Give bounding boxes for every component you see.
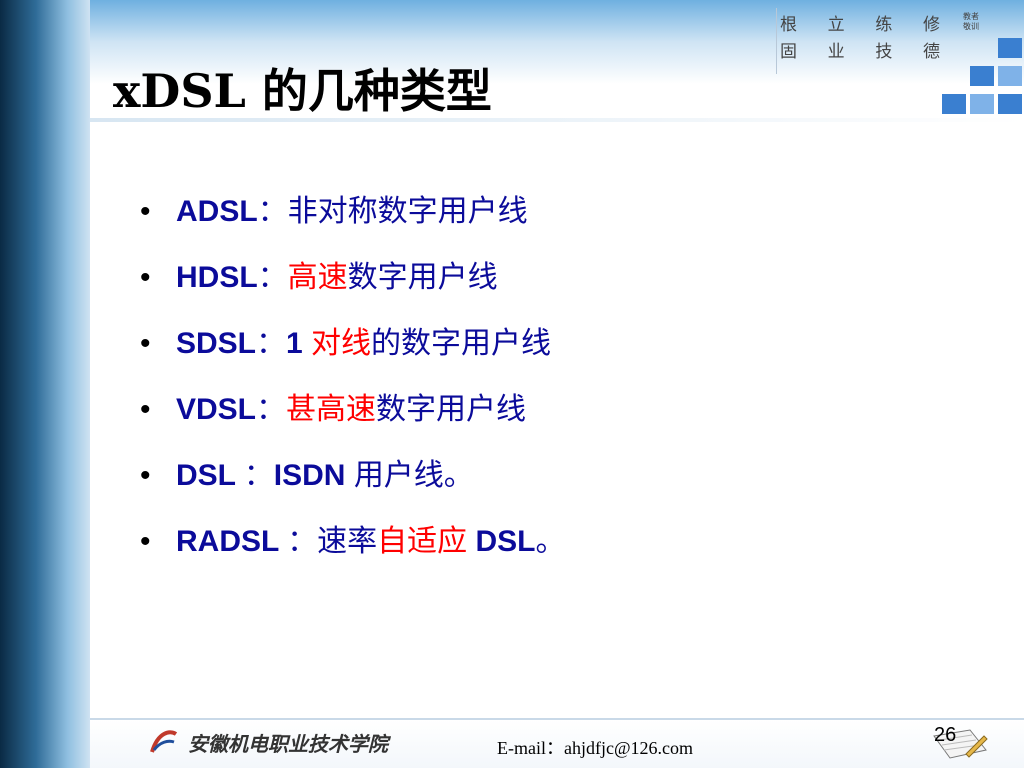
- bullet-text: 数字用户线: [347, 260, 498, 295]
- bullet-item: • ADSL：非对称数字用户线: [140, 190, 565, 256]
- school-name: 安徽机电职业技术学院: [188, 732, 388, 756]
- bullet-marker: •: [140, 327, 151, 360]
- bullet-separator: ：: [243, 458, 274, 493]
- bullet-marker: •: [140, 459, 151, 492]
- bullet-marker: •: [140, 393, 151, 426]
- bullet-term: ADSL: [176, 195, 258, 228]
- school-motto: 根 立 练 修 固 业 技 德: [780, 12, 970, 68]
- bullet-term: VDSL: [176, 393, 257, 426]
- school-logo-icon: [150, 730, 178, 753]
- motto-row-2: 固 业 技 德: [780, 39, 940, 66]
- deco-square: [998, 66, 1022, 86]
- bullet-list: •ADSL：非对称数字用户线•HDSL：高速数字用户线•SDSL：1 对线的数字…: [140, 190, 565, 586]
- bullet-text: 的数字用户线: [371, 326, 552, 361]
- deco-square: [998, 94, 1022, 114]
- bullet-text: ISDN: [273, 459, 354, 492]
- motto-row-1: 根 立 练 修: [780, 12, 940, 39]
- bullet-text: 用户线。: [353, 458, 474, 493]
- left-gradient-bar: [0, 0, 90, 768]
- deco-square: [942, 94, 966, 114]
- bullet-term: DSL: [176, 459, 244, 492]
- motto-char: 修: [922, 15, 940, 35]
- bullet-text: 数字用户线: [376, 392, 527, 427]
- deco-square: [998, 38, 1022, 58]
- highlighted-text: 甚高速: [286, 392, 377, 427]
- highlighted-text: 对线: [311, 326, 372, 361]
- motto-char: 技: [875, 42, 893, 62]
- bullet-separator: ：: [256, 326, 287, 361]
- motto-side-text: 教者敬训: [963, 12, 979, 31]
- slide-title: xDSL 的几种类型: [113, 64, 492, 118]
- footer-band: [90, 720, 1024, 768]
- bullet-term: HDSL: [176, 261, 258, 294]
- motto-char: 业: [827, 42, 845, 62]
- highlighted-text: 自适应: [377, 524, 468, 559]
- bullet-separator: ：: [257, 260, 288, 295]
- bullet-term: SDSL: [176, 327, 257, 360]
- bullet-text: DSL: [467, 525, 536, 558]
- bullet-separator: ：: [256, 392, 287, 427]
- bullet-item: • VDSL：甚高速数字用户线: [140, 388, 565, 454]
- bullet-text: 1: [286, 327, 312, 360]
- bullet-marker: •: [140, 525, 151, 558]
- bullet-separator: ：: [287, 524, 318, 559]
- bullet-item: • HDSL：高速数字用户线: [140, 256, 565, 322]
- bullet-text: 非对称数字用户线: [287, 194, 528, 229]
- highlighted-text: 高速: [287, 260, 348, 295]
- contact-email: E-mail：ahjdfjc@126.com: [497, 738, 694, 758]
- header-band: [90, 0, 1024, 120]
- motto-char: 练: [875, 15, 893, 35]
- bullet-item: • SDSL：1 对线的数字用户线: [140, 322, 565, 388]
- bullet-text: 速率: [317, 524, 378, 559]
- motto-char: 固: [780, 42, 797, 62]
- bullet-text: 。: [535, 524, 566, 559]
- deco-square: [970, 66, 994, 86]
- deco-square: [970, 94, 994, 114]
- motto-char: 德: [922, 42, 940, 62]
- page-number: 26: [934, 724, 957, 746]
- motto-divider: [776, 8, 777, 74]
- notebook-pencil-icon: [933, 729, 988, 759]
- bullet-item: • DSL ：ISDN 用户线。: [140, 454, 565, 520]
- title-divider: [90, 118, 1024, 122]
- motto-char: 立: [827, 15, 845, 35]
- bullet-item: • RADSL ：速率自适应 DSL。: [140, 520, 565, 586]
- bullet-separator: ：: [257, 194, 288, 229]
- footer-divider: [90, 718, 1024, 720]
- bullet-marker: •: [140, 195, 151, 228]
- bullet-term: RADSL: [176, 525, 288, 558]
- bullet-marker: •: [140, 261, 151, 294]
- motto-char: 根: [780, 15, 797, 35]
